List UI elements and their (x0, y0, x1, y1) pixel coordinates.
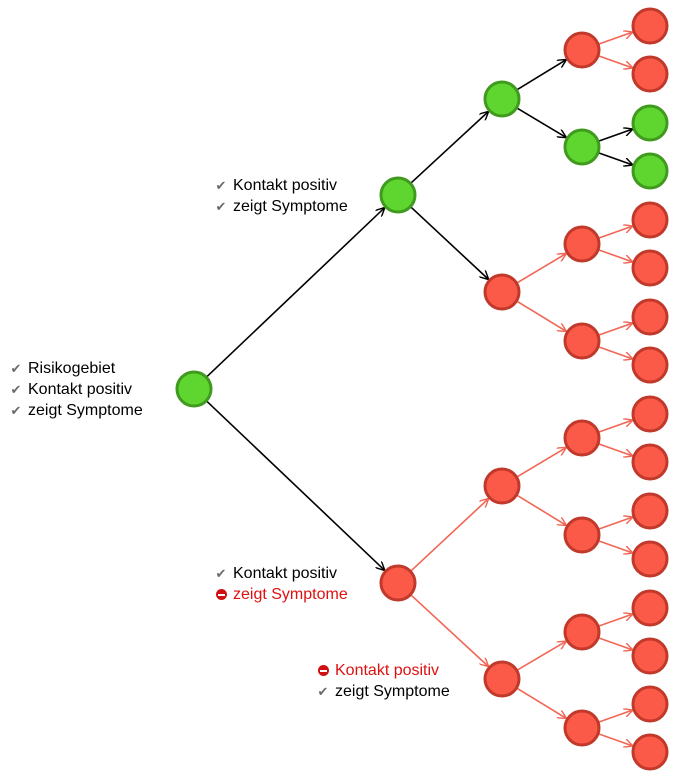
edge-root-b (206, 400, 384, 570)
edge-k-l9 (598, 420, 632, 433)
edge-j-l8 (598, 346, 632, 359)
edge-g-l2 (598, 55, 632, 68)
edge-d-i (516, 254, 565, 284)
checkmark-icon: ✔ (215, 178, 227, 193)
edge-l-l12 (598, 540, 632, 553)
blocked-icon (213, 589, 229, 600)
edge-g-l1 (598, 32, 632, 45)
criterion-row: ✔ zeigt Symptome (8, 400, 143, 421)
node-l13-negative (631, 589, 669, 627)
node-h-positive (563, 128, 601, 166)
criterion-row: ✔ Kontakt positiv (213, 563, 348, 584)
node-l10-negative (631, 443, 669, 481)
checkmark-icon: ✔ (10, 361, 22, 376)
edge-f-m (517, 642, 566, 671)
criterion-text: Kontakt positiv (335, 662, 440, 679)
criterion-text: zeigt Symptome (233, 198, 348, 215)
node-l4-positive (631, 152, 669, 190)
edge-i-l6 (598, 249, 632, 262)
nodes-layer (175, 7, 669, 771)
criterion-text: Kontakt positiv (28, 381, 133, 398)
checkmark-icon: ✔ (215, 199, 227, 214)
node-l1-negative (631, 7, 669, 45)
node-b-negative (379, 564, 417, 602)
node-l7-negative (631, 298, 669, 336)
checkmark-icon: ✔ (317, 684, 329, 699)
criterion-row: zeigt Symptome (213, 584, 348, 605)
edge-l-l11 (598, 517, 632, 530)
criterion-row: ✔ Risikogebiet (8, 358, 143, 379)
node-l16-negative (631, 733, 669, 771)
criterion-row: ✔ zeigt Symptome (213, 196, 348, 217)
checkmark-icon: ✔ (10, 382, 22, 397)
node-j-negative (563, 322, 601, 360)
node-m-negative (563, 613, 601, 651)
edge-d-j (516, 300, 566, 331)
lower-branch-criteria-label: ✔ Kontakt positiv zeigt Symptome (213, 563, 348, 605)
upper-branch-criteria-label: ✔ Kontakt positiv ✔ zeigt Symptome (213, 175, 348, 217)
edge-n-l16 (598, 733, 632, 746)
edge-root-a (206, 208, 384, 378)
node-l9-negative (631, 395, 669, 433)
node-root-positive (175, 370, 213, 408)
edge-e-k (516, 448, 565, 478)
edge-h-l4 (598, 152, 632, 165)
criterion-row: ✔ zeigt Symptome (315, 681, 450, 702)
root-criteria-label: ✔ Risikogebiet ✔ Kontakt positiv ✔ zeigt Symp… (8, 358, 143, 421)
node-l6-negative (631, 249, 669, 287)
node-l11-negative (631, 492, 669, 530)
node-f-negative (483, 660, 521, 698)
edge-c-h (516, 107, 565, 137)
node-l2-negative (631, 55, 669, 93)
criterion-text: zeigt Symptome (335, 683, 450, 700)
edge-c-g (516, 60, 566, 91)
edge-a-d (410, 206, 488, 279)
criterion-text: zeigt Symptome (233, 586, 348, 603)
edge-h-l3 (598, 129, 632, 142)
node-e-negative (483, 467, 521, 505)
node-n-negative (563, 709, 601, 747)
criterion-text: zeigt Symptome (28, 402, 143, 419)
edge-f-n (516, 687, 566, 718)
edge-m-l14 (598, 637, 632, 650)
node-d-negative (483, 273, 521, 311)
criterion-row: ✔ Kontakt positiv (213, 175, 348, 196)
edge-b-e (410, 499, 488, 572)
node-l5-negative (631, 201, 669, 239)
edge-j-l7 (598, 323, 632, 336)
criterion-row: ✔ Kontakt positiv (8, 379, 143, 400)
node-l3-positive (631, 104, 669, 142)
criterion-row: Kontakt positiv (315, 660, 450, 681)
node-l-negative (563, 516, 601, 554)
node-l14-negative (631, 637, 669, 675)
node-g-negative (563, 31, 601, 69)
edge-n-l15 (598, 710, 632, 723)
edge-k-l10 (598, 443, 632, 456)
criterion-text: Kontakt positiv (233, 565, 338, 582)
edge-a-c (410, 112, 488, 184)
checkmark-icon: ✔ (10, 403, 22, 418)
criterion-text: Kontakt positiv (233, 177, 338, 194)
criterion-text: Risikogebiet (28, 360, 116, 377)
lower-lower-branch-criteria-label: Kontakt positiv ✔ zeigt Symptome (315, 660, 450, 702)
edges-layer (206, 32, 632, 746)
node-l15-negative (631, 685, 669, 723)
node-l12-negative (631, 540, 669, 578)
edge-e-l (516, 494, 566, 525)
edge-m-l13 (598, 614, 632, 627)
node-c-positive (483, 80, 521, 118)
checkmark-icon: ✔ (215, 566, 227, 581)
blocked-icon (315, 665, 331, 676)
node-l8-negative (631, 346, 669, 384)
edge-b-f (410, 594, 488, 666)
edge-i-l5 (598, 226, 632, 239)
node-k-negative (563, 419, 601, 457)
node-a-positive (379, 176, 417, 214)
node-i-negative (563, 225, 601, 263)
